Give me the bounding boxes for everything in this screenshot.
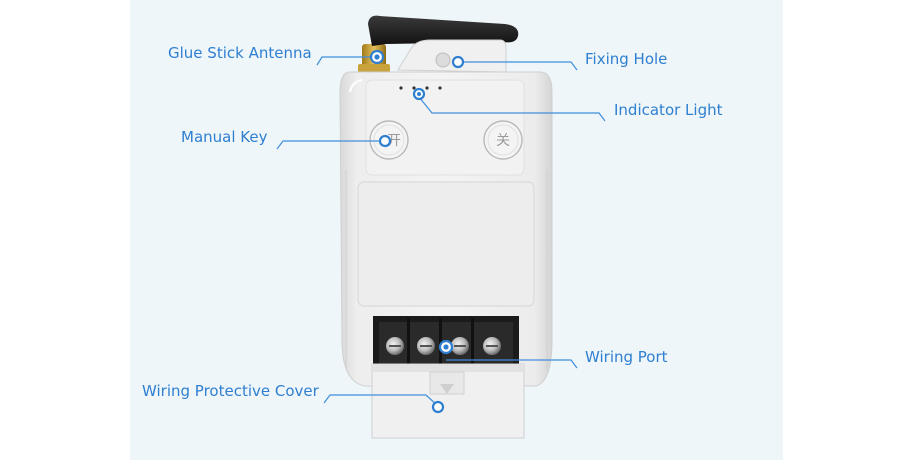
terminal-screw-icon: [386, 337, 501, 355]
manual-key-off[interactable]: 关: [483, 120, 523, 160]
label-wiring-port: Wiring Port: [585, 348, 668, 366]
wiring-port: [373, 316, 519, 370]
cover-arrow-icon: [440, 384, 454, 394]
leader-lines: [276, 56, 606, 407]
manual-key-off-label: 关: [496, 133, 510, 149]
label-indicator-light: Indicator Light: [614, 101, 723, 119]
manual-key-on-label: 开: [387, 133, 401, 149]
fixing-hole-icon: [397, 39, 507, 73]
middle-panel: [357, 181, 535, 307]
label-manual-key: Manual Key: [181, 128, 268, 146]
label-glue-stick-antenna: Glue Stick Antenna: [168, 44, 312, 62]
label-wiring-protective-cover: Wiring Protective Cover: [142, 382, 319, 400]
indicator-light-icon: [399, 86, 442, 90]
label-fixing-hole: Fixing Hole: [585, 50, 668, 68]
callout-dots: [369, 49, 465, 414]
wiring-cover[interactable]: [371, 363, 525, 439]
